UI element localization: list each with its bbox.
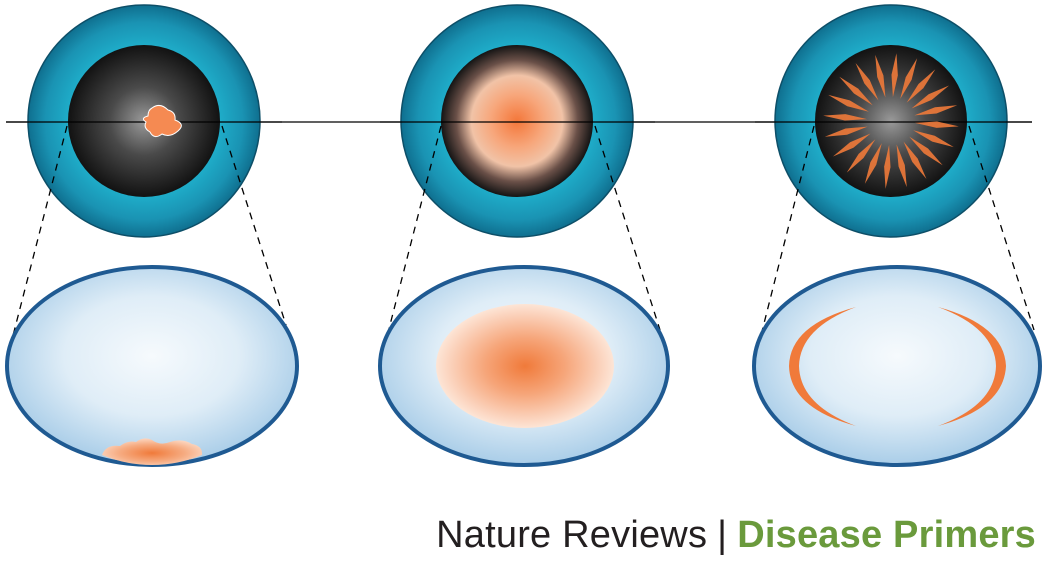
journal-name: Nature Reviews bbox=[436, 514, 708, 556]
spoke-opacity bbox=[914, 105, 958, 116]
zoom-line-left-2 bbox=[380, 125, 442, 361]
cortical-arc-left bbox=[789, 307, 856, 426]
zoom-line-right-3 bbox=[968, 125, 1035, 331]
lens-cross-section-1 bbox=[5, 265, 299, 467]
pupil-2 bbox=[441, 45, 593, 197]
credit-separator: | bbox=[717, 514, 728, 556]
spoke-opacity bbox=[900, 58, 918, 99]
nuclear-opacity bbox=[436, 304, 614, 428]
spoke-opacity bbox=[864, 143, 882, 184]
spoke-opacity bbox=[909, 136, 943, 166]
spoke-opacity bbox=[839, 76, 873, 106]
spoke-opacity bbox=[828, 94, 869, 112]
spoke-opacity bbox=[824, 126, 868, 137]
cortical-arc-right bbox=[938, 307, 1006, 426]
spoke-opacity bbox=[911, 85, 950, 109]
zoom-line-right-2 bbox=[594, 125, 661, 331]
zoom-line-left-1 bbox=[7, 125, 68, 356]
pupil-3 bbox=[815, 45, 967, 197]
posterior-opacity-spot bbox=[142, 104, 182, 138]
eye-panel-3 bbox=[752, 4, 1042, 467]
series-name: Disease Primers bbox=[737, 514, 1036, 556]
eye-panel-2 bbox=[378, 4, 670, 467]
spoke-opacity bbox=[906, 69, 936, 103]
spoke-opacity bbox=[914, 121, 959, 128]
journal-credit: Nature Reviews|Disease Primers bbox=[436, 514, 1036, 557]
spoke-opacity bbox=[913, 130, 954, 148]
spoke-opacity bbox=[903, 141, 927, 180]
eye-panel-1 bbox=[5, 4, 299, 467]
posterior-subcapsular-plaque bbox=[102, 438, 203, 465]
spoke-opacity bbox=[875, 54, 886, 98]
spoke-opacity bbox=[823, 114, 868, 121]
spoke-opacity bbox=[884, 144, 891, 189]
zoom-line-left-3 bbox=[755, 125, 815, 356]
spoke-opacity bbox=[891, 53, 898, 98]
spoke-opacity bbox=[832, 133, 871, 157]
spoke-opacity bbox=[846, 139, 876, 173]
zoom-line-right-1 bbox=[221, 125, 287, 326]
spoke-opacity bbox=[855, 62, 879, 101]
lens-cross-section-3 bbox=[752, 265, 1042, 467]
cortical-spoke-opacities bbox=[823, 53, 959, 189]
spoke-opacity bbox=[896, 144, 907, 188]
